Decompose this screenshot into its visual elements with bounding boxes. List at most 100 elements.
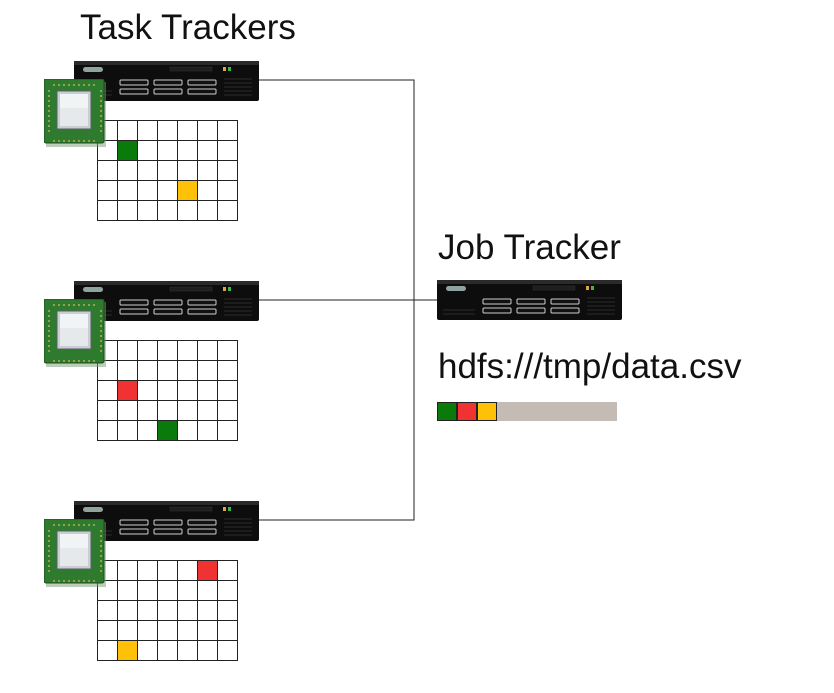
- file-block-green: [437, 402, 457, 421]
- cpu-chip-icon: [43, 298, 106, 367]
- task-slot-green: [118, 141, 138, 161]
- task-slot-empty: [198, 581, 218, 601]
- cpu-chip-icon: [43, 78, 106, 147]
- rack-server-icon: [74, 61, 259, 101]
- task-slot-empty: [198, 341, 218, 361]
- task-slot-yellow: [118, 641, 138, 661]
- task-slot-empty: [178, 561, 198, 581]
- task-slot-empty: [218, 621, 238, 641]
- task-slot-empty: [158, 601, 178, 621]
- task-slot-empty: [178, 641, 198, 661]
- task-slot-empty: [98, 201, 118, 221]
- task-slot-empty: [158, 361, 178, 381]
- task-slot-empty: [138, 601, 158, 621]
- task-slot-yellow: [178, 181, 198, 201]
- task-slot-empty: [198, 141, 218, 161]
- task-slot-empty: [158, 381, 178, 401]
- task-slot-empty: [178, 601, 198, 621]
- task-slot-empty: [118, 421, 138, 441]
- task-slot-empty: [138, 581, 158, 601]
- task-slot-empty: [158, 621, 178, 641]
- task-slot-empty: [198, 181, 218, 201]
- task-slot-empty: [158, 161, 178, 181]
- task-trackers-title: Task Trackers: [80, 8, 296, 47]
- cpu-chip-icon: [43, 518, 106, 587]
- task-slot-empty: [158, 561, 178, 581]
- task-slot-empty: [138, 421, 158, 441]
- task-slot-empty: [198, 421, 218, 441]
- task-slot-empty: [118, 601, 138, 621]
- task-slot-empty: [158, 181, 178, 201]
- task-slot-empty: [218, 121, 238, 141]
- task-slot-empty: [178, 201, 198, 221]
- task-slot-empty: [198, 361, 218, 381]
- task-slot-empty: [218, 641, 238, 661]
- task-slot-empty: [218, 601, 238, 621]
- task-slot-empty: [178, 141, 198, 161]
- task-slot-empty: [198, 601, 218, 621]
- task-slot-empty: [138, 201, 158, 221]
- task-slot-empty: [118, 341, 138, 361]
- task-slot-empty: [158, 401, 178, 421]
- task-slot-empty: [98, 601, 118, 621]
- task-slot-empty: [178, 121, 198, 141]
- task-slot-empty: [218, 401, 238, 421]
- task-slot-empty: [98, 181, 118, 201]
- task-slot-empty: [178, 621, 198, 641]
- task-slot-empty: [118, 621, 138, 641]
- task-slot-empty: [218, 161, 238, 181]
- task-slot-empty: [198, 381, 218, 401]
- task-slot-empty: [118, 161, 138, 181]
- file-block-red: [457, 402, 477, 421]
- task-slot-empty: [218, 181, 238, 201]
- task-slot-empty: [198, 621, 218, 641]
- task-slot-empty: [178, 361, 198, 381]
- task-slot-empty: [98, 621, 118, 641]
- task-slot-empty: [118, 121, 138, 141]
- task-slot-empty: [118, 181, 138, 201]
- task-slot-empty: [118, 581, 138, 601]
- task-slot-empty: [138, 561, 158, 581]
- file-blocks-bar: [437, 402, 617, 421]
- task-slot-empty: [138, 621, 158, 641]
- task-slot-empty: [138, 341, 158, 361]
- task-slot-empty: [138, 141, 158, 161]
- task-slot-empty: [158, 341, 178, 361]
- task-slot-grid: [97, 120, 238, 221]
- task-slot-red: [198, 561, 218, 581]
- task-slot-grid: [97, 340, 238, 441]
- task-slot-grid: [97, 560, 238, 661]
- task-slot-empty: [138, 641, 158, 661]
- task-slot-empty: [218, 141, 238, 161]
- task-slot-empty: [178, 341, 198, 361]
- task-slot-empty: [138, 401, 158, 421]
- task-slot-empty: [178, 421, 198, 441]
- task-slot-empty: [218, 341, 238, 361]
- task-slot-empty: [158, 121, 178, 141]
- task-slot-empty: [218, 581, 238, 601]
- task-slot-empty: [218, 381, 238, 401]
- task-slot-empty: [98, 161, 118, 181]
- task-slot-empty: [158, 201, 178, 221]
- task-slot-empty: [118, 401, 138, 421]
- task-slot-empty: [218, 421, 238, 441]
- task-slot-empty: [138, 381, 158, 401]
- task-slot-empty: [98, 641, 118, 661]
- task-slot-empty: [198, 121, 218, 141]
- task-slot-red: [118, 381, 138, 401]
- task-slot-empty: [158, 581, 178, 601]
- task-slot-empty: [218, 201, 238, 221]
- file-block-yellow: [477, 402, 497, 421]
- task-slot-empty: [118, 561, 138, 581]
- task-slot-empty: [98, 401, 118, 421]
- task-slot-empty: [198, 401, 218, 421]
- task-slot-empty: [178, 381, 198, 401]
- task-slot-empty: [138, 121, 158, 141]
- task-slot-empty: [198, 641, 218, 661]
- task-slot-empty: [98, 381, 118, 401]
- rack-server-icon: [74, 501, 259, 541]
- task-slot-empty: [198, 201, 218, 221]
- task-slot-empty: [138, 161, 158, 181]
- job-tracker-title: Job Tracker: [438, 228, 621, 267]
